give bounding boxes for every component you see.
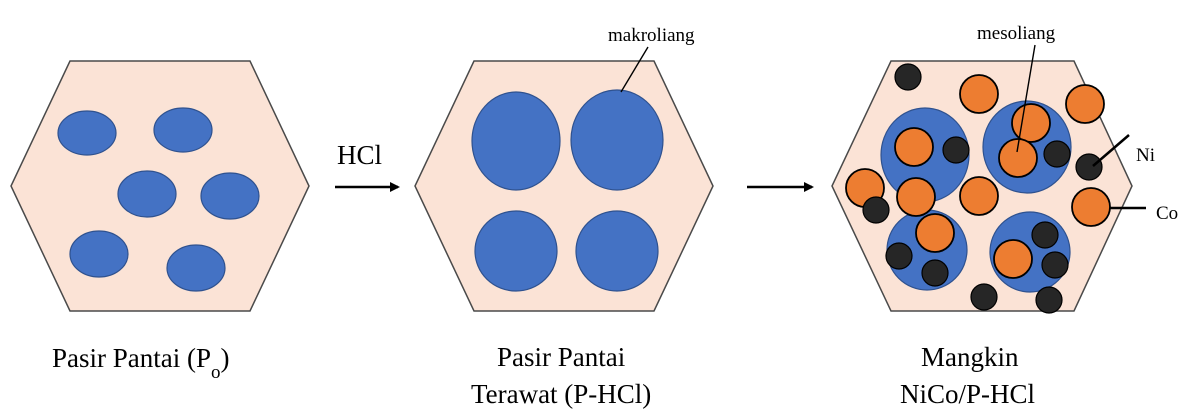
raw-sand-caption: Pasir Pantai (Po) — [52, 343, 230, 383]
makroliang-leader — [620, 46, 649, 93]
catalyst-panel: mesoliang Ni Co Mangkin NiCo/P-HCl — [831, 23, 1178, 409]
co-particle — [1071, 187, 1111, 227]
macropore — [471, 91, 561, 191]
ni-particle — [921, 259, 949, 287]
pore — [166, 244, 226, 292]
ni-particle — [1035, 286, 1063, 314]
ni-particle — [1031, 221, 1059, 249]
pore — [153, 107, 213, 153]
mesoliang-leader — [1016, 44, 1036, 153]
ni-particle — [942, 136, 970, 164]
ni-particle — [1043, 140, 1071, 168]
macropore — [570, 89, 664, 191]
ni-particle — [970, 283, 998, 311]
pore — [117, 170, 177, 218]
makroliang-label: makroliang — [608, 25, 695, 46]
hcl-label: HCl — [337, 140, 382, 170]
ni-leader — [1092, 134, 1130, 167]
treated-sand-hexagon — [414, 60, 714, 312]
hcl-treatment-arrow: HCl — [335, 140, 400, 192]
treated-sand-caption-line1: Pasir Pantai — [497, 342, 625, 372]
catalyst-caption-line1: Mangkin — [921, 342, 1019, 372]
ni-particle — [1075, 153, 1103, 181]
catalyst-caption-line2: NiCo/P-HCl — [900, 379, 1035, 409]
co-particle — [1011, 103, 1051, 143]
co-particle — [959, 176, 999, 216]
macropore — [575, 210, 659, 292]
co-label: Co — [1156, 203, 1178, 224]
treated-sand-panel: makroliang Pasir Pantai Terawat (P-HCl) — [414, 25, 714, 409]
raw-sand-panel: Pasir Pantai (Po) — [10, 60, 310, 383]
ni-particle — [862, 196, 890, 224]
co-particle — [1065, 84, 1105, 124]
pore — [69, 230, 129, 278]
co-particle — [896, 177, 936, 217]
macropore — [474, 210, 558, 292]
ni-label: Ni — [1136, 145, 1155, 166]
treated-sand-caption-line2: Terawat (P-HCl) — [471, 379, 651, 409]
ni-particle — [885, 242, 913, 270]
pore — [57, 110, 117, 156]
co-particle — [915, 213, 955, 253]
ni-particle — [894, 63, 922, 91]
co-particle — [959, 74, 999, 114]
co-particle — [993, 239, 1033, 279]
mesoliang-label: mesoliang — [977, 23, 1056, 44]
co-particle — [894, 127, 934, 167]
pore — [200, 172, 260, 220]
ni-particle — [1041, 251, 1069, 279]
co-particle — [998, 138, 1038, 178]
